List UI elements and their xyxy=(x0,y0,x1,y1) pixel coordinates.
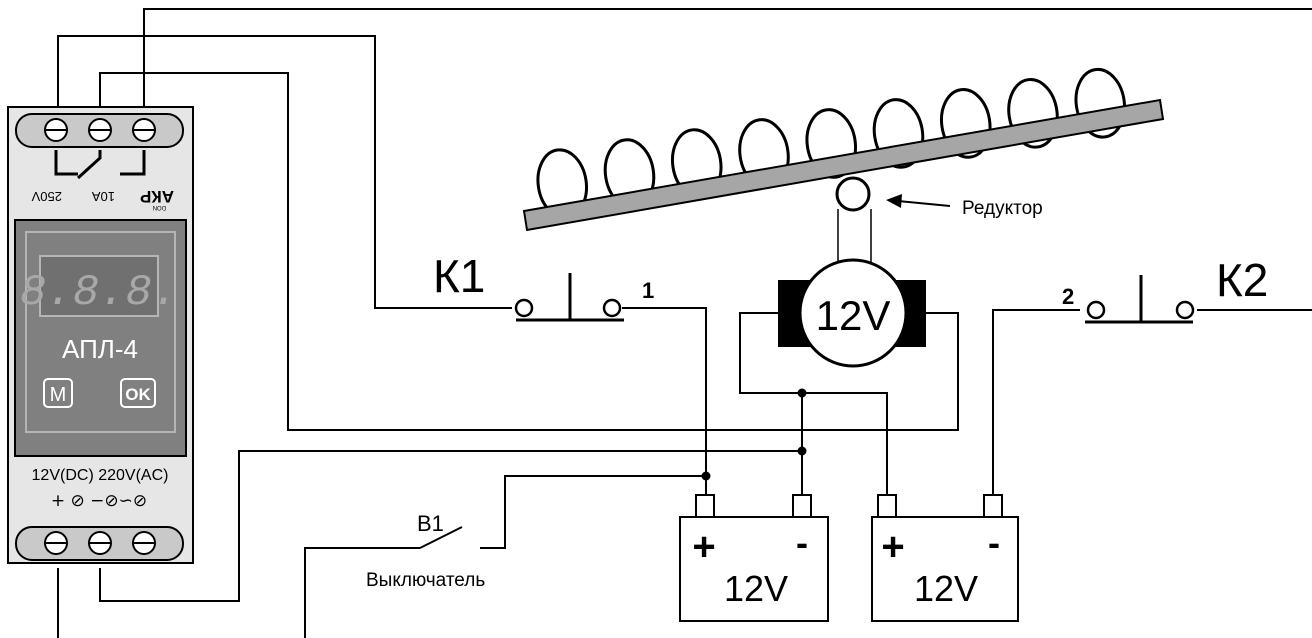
terminal-screw-icon xyxy=(44,531,68,555)
m-button[interactable]: M xyxy=(43,378,73,408)
switch-b1: B1 Выключатель xyxy=(366,511,485,591)
contact-icon xyxy=(1175,300,1195,320)
wire-top-to-k2 xyxy=(143,8,1312,121)
tray-bar xyxy=(522,98,1165,232)
model-name: АПЛ-4 xyxy=(62,334,138,364)
junction-dot xyxy=(797,388,807,398)
contact-icon xyxy=(1086,300,1106,320)
wire-motor-left xyxy=(739,312,888,497)
terminal-screw-icon xyxy=(132,118,156,142)
display-digits: 8.8.8. xyxy=(20,268,178,318)
wire-b1-to-battery1 xyxy=(480,475,706,549)
motor-icon xyxy=(798,258,908,368)
motor: 12V xyxy=(778,258,926,368)
battery-body xyxy=(679,516,829,622)
relay-label-voltage: 250V xyxy=(31,189,62,204)
junction-dot xyxy=(701,471,711,481)
battery-minus: - xyxy=(988,522,1000,563)
junction-dot xyxy=(797,446,807,456)
motor-label: 12V xyxy=(816,292,891,339)
wire-power-dc-minus xyxy=(99,450,802,602)
wire-relay-to-k1 xyxy=(57,35,512,309)
b1-label: B1 xyxy=(417,511,444,536)
relay-label-brand: АКР xyxy=(140,187,174,206)
k1-label: К1 xyxy=(433,250,485,302)
limit-switch-k1: К1 1 xyxy=(433,250,654,322)
relay-label-small: DON xyxy=(153,204,166,210)
terminal-screw-icon xyxy=(44,118,68,142)
contact-icon xyxy=(514,298,534,318)
relay-contact-symbol xyxy=(54,150,146,180)
ok-button-label: OK xyxy=(125,385,151,404)
wires xyxy=(57,8,1312,638)
battery-plus: + xyxy=(881,525,904,569)
wire-b1-left xyxy=(304,547,420,638)
battery-voltage: 12V xyxy=(914,568,978,609)
terminal-screw-icon xyxy=(132,531,156,555)
controller-device: АКР DON 10A 250V 8.8.8. АПЛ-4 M OK 12V(D… xyxy=(7,106,194,564)
gearbox-icon xyxy=(835,176,871,212)
ok-button[interactable]: OK xyxy=(120,378,156,408)
arrow-icon xyxy=(897,200,951,207)
display-window xyxy=(39,255,159,317)
k2-label: К2 xyxy=(1216,254,1268,306)
egg-tray xyxy=(522,67,1165,232)
wire-k2-to-battery2 xyxy=(992,309,1080,497)
terminal-screw-icon xyxy=(88,118,112,142)
contact-icon xyxy=(602,298,622,318)
power-symbols: + ⊘ −⊘∽⊘ xyxy=(51,491,147,511)
battery-minus: - xyxy=(796,522,808,563)
wire-relay-to-motor xyxy=(99,72,959,431)
front-panel-inner xyxy=(25,231,176,433)
k2-contact: 2 xyxy=(1062,284,1074,309)
k1-contact: 1 xyxy=(642,278,654,303)
battery-voltage: 12V xyxy=(724,568,788,609)
b1-caption: Выключатель xyxy=(366,570,485,591)
arrow-head-icon xyxy=(886,194,902,208)
battery-1: + - 12V xyxy=(679,494,829,622)
gearbox-label: Редуктор xyxy=(962,198,1043,219)
gearbox: Редуктор xyxy=(835,176,1043,266)
limit-switch-k2: 2 К2 xyxy=(1062,254,1268,324)
m-button-label: M xyxy=(50,384,67,406)
battery-plus: + xyxy=(692,525,715,569)
relay-label-current: 10A xyxy=(92,189,115,204)
battery-body xyxy=(871,516,1019,622)
terminal-screw-icon xyxy=(88,531,112,555)
battery-2: + - 12V xyxy=(871,494,1019,622)
power-labels: 12V(DC) 220V(AC) xyxy=(32,467,169,484)
wire-k1-to-battery1 xyxy=(622,307,707,497)
